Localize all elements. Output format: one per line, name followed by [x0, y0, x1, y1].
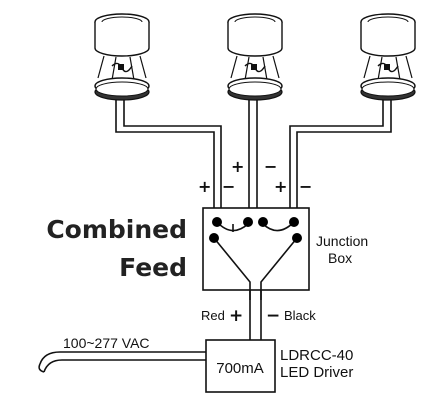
terminal-dot	[209, 233, 219, 243]
junction-label: Junction	[316, 233, 368, 249]
downlight-fixture-left	[94, 13, 150, 101]
wire-right-plus	[289, 100, 384, 222]
wire-right-minus	[296, 100, 392, 222]
terminal-dot	[212, 217, 222, 227]
polarity-left-plus: +	[198, 177, 211, 196]
terminal-dot	[292, 233, 302, 243]
polarity-left-minus: −	[222, 177, 235, 196]
box-label: Box	[328, 250, 352, 266]
red-plus-sign: +	[229, 306, 243, 326]
wire-left-minus	[123, 100, 222, 222]
driver-current-label: 700mA	[216, 360, 264, 377]
combined-label: Combined	[46, 215, 187, 244]
feed-label: Feed	[119, 253, 187, 282]
driver-type-label: LED Driver	[280, 364, 353, 381]
polarity-mid-minus: −	[264, 157, 277, 176]
driver-model-label: LDRCC-40	[280, 347, 353, 364]
vac-label: 100~277 VAC	[63, 335, 150, 351]
led-driver-box	[205, 339, 276, 393]
wire-ac-input	[39, 351, 206, 365]
terminal-dot	[289, 217, 299, 227]
downlight-fixture-middle	[227, 13, 283, 101]
polarity-mid-plus: +	[231, 157, 244, 176]
polarity-right-minus: −	[299, 177, 312, 196]
red-label: Red	[201, 308, 225, 323]
wire-left-plus	[115, 100, 215, 222]
black-label: Black	[284, 308, 316, 323]
black-minus-sign: −	[266, 306, 280, 326]
terminal-dot	[243, 217, 253, 227]
downlight-fixture-right	[360, 13, 416, 101]
polarity-right-plus: +	[274, 177, 287, 196]
terminal-dot	[258, 217, 268, 227]
